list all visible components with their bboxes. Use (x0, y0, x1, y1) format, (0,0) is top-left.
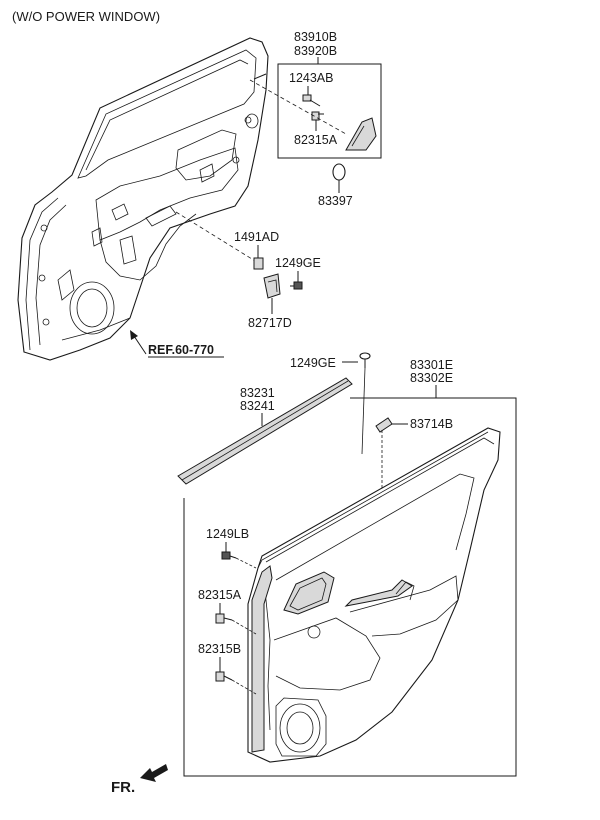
screw-1249ge-low-icon (359, 352, 371, 368)
inside-handle-82717d-icon (263, 273, 281, 299)
clip-82315a-low-icon (215, 613, 233, 624)
label-1249lb[interactable]: 1249LB (206, 527, 249, 541)
label-83241[interactable]: 83241 (240, 399, 275, 413)
label-1491ad[interactable]: 1491AD (234, 230, 279, 244)
screw-1243ab-icon (302, 94, 321, 107)
dash-1249lb (235, 557, 257, 569)
rear-door-frame (17, 37, 269, 361)
ref-arrow-head (130, 330, 138, 340)
front-direction-label: FR. (111, 779, 135, 796)
ref-label[interactable]: REF.60-770 (148, 343, 214, 357)
label-82717d[interactable]: 82717D (248, 316, 292, 330)
label-82315a-top[interactable]: 82315A (294, 133, 338, 147)
label-83397[interactable]: 83397 (318, 194, 353, 208)
clip-1491ad-icon (253, 257, 264, 270)
inner-handle-kit-box (277, 63, 382, 159)
trim-panel-boundary (183, 397, 517, 777)
pointer-box (253, 73, 267, 80)
clip-83714b-icon (375, 417, 393, 433)
screw-1249lb-icon (221, 551, 237, 560)
label-83301e[interactable]: 83301E (410, 358, 453, 372)
screw-1249ge-mid-icon (290, 281, 303, 290)
label-83714b[interactable]: 83714B (410, 417, 453, 431)
label-83920b[interactable]: 83920B (294, 44, 337, 58)
ref-leader (133, 335, 147, 355)
label-82315a-low[interactable]: 82315A (198, 588, 242, 602)
clip-82315b-icon (215, 671, 233, 682)
front-arrow-icon (140, 764, 168, 782)
screw-path-1249ge (361, 367, 366, 455)
diagram-title: (W/O POWER WINDOW) (12, 9, 160, 24)
label-83302e[interactable]: 83302E (410, 371, 453, 385)
plug-83397-icon (332, 163, 346, 181)
dash-box-to-door (249, 79, 347, 135)
label-1249ge-low[interactable]: 1249GE (290, 356, 336, 370)
inside-handle-bezel (345, 117, 377, 151)
dash-mid (175, 211, 261, 265)
label-1243ab[interactable]: 1243AB (289, 71, 333, 85)
door-trim-panel (247, 427, 501, 763)
label-1249ge-mid[interactable]: 1249GE (275, 256, 321, 270)
label-83910b[interactable]: 83910B (294, 30, 337, 44)
weatherstrip-83231 (177, 377, 353, 485)
label-83231[interactable]: 83231 (240, 386, 275, 400)
label-82315b[interactable]: 82315B (198, 642, 241, 656)
